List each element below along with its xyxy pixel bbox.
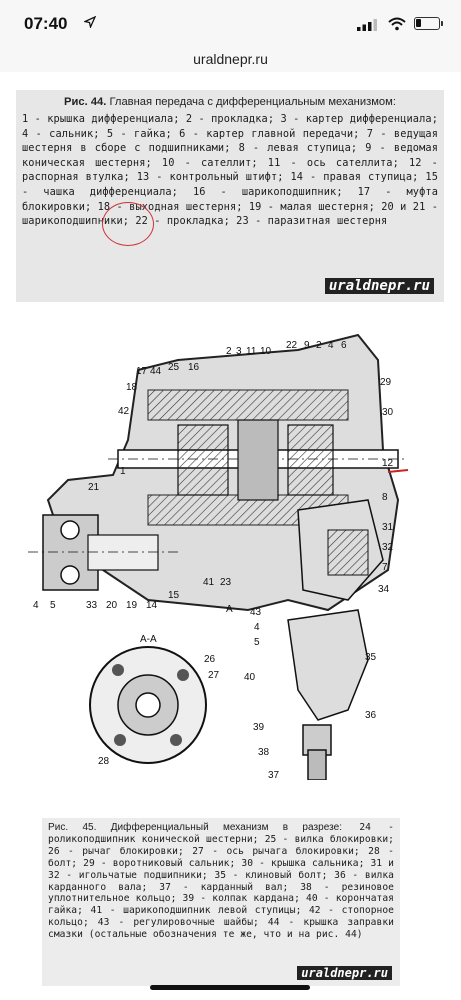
differential-cross-section-drawing: 22 9 2 4 6 2 3 11 10 17 44 25 16 18 42 1… [28, 333, 409, 780]
part-label: 34 [378, 584, 390, 595]
part-label: 23 [220, 577, 232, 588]
watermark-logo: uraldnepr.ru [324, 278, 434, 294]
part-label: 1 [120, 466, 126, 477]
part-label: 6 [341, 340, 347, 351]
part-label: 32 [382, 542, 394, 553]
figure-44-number: Рис. 44. [64, 96, 107, 108]
part-label: 12 [382, 458, 394, 469]
part-label: 15 [168, 590, 180, 601]
page-content: Рис. 44. Главная передача с дифференциал… [0, 72, 461, 1000]
battery-cap [441, 21, 443, 26]
wifi-icon [388, 17, 406, 31]
figure-44-caption: 1 - крышка дифференциала; 2 - прокладка;… [22, 113, 438, 228]
location-arrow-icon [84, 16, 96, 28]
part-label: 3 [236, 346, 242, 357]
part-label: 33 [86, 600, 98, 611]
part-label: 19 [126, 600, 138, 611]
part-label: 4 [33, 600, 39, 611]
part-label: 18 [126, 382, 138, 393]
part-label: 38 [258, 747, 270, 758]
part-label: 10 [260, 346, 272, 357]
figure-44-title: Рис. 44. Главная передача с дифференциал… [22, 96, 438, 109]
figure-45-caption: Рис. 45. Дифференциальный механизм в раз… [48, 822, 394, 941]
part-label: 8 [382, 492, 388, 503]
battery-icon [414, 17, 440, 30]
part-label: 31 [382, 522, 394, 533]
part-label: 7 [382, 562, 388, 573]
part-label: 36 [365, 710, 377, 721]
part-label: 27 [208, 670, 220, 681]
part-label: 29 [380, 377, 392, 388]
part-label: 22 [286, 340, 298, 351]
part-label: 26 [204, 654, 216, 665]
part-label: 40 [244, 672, 256, 683]
part-label: 4 [254, 622, 260, 633]
part-label: 21 [88, 482, 100, 493]
cellular-signal-icon [357, 19, 377, 31]
watermark-logo: uraldnepr.ru [297, 966, 392, 980]
figure-44-caption-block: Рис. 44. Главная передача с дифференциал… [16, 90, 444, 302]
part-label: 37 [268, 770, 280, 780]
figure-45-title: Рис. 45. Дифференциальный механизм в раз… [48, 822, 343, 833]
part-label: 4 [328, 340, 334, 351]
part-label: 30 [382, 407, 394, 418]
part-label: 20 [106, 600, 118, 611]
status-bar: 07:40 [0, 0, 461, 46]
figure-45-caption-text: 24 - роликоподшипник конической шестерни… [48, 822, 395, 941]
section-mark-label: А [226, 604, 233, 615]
part-label: 28 [98, 756, 110, 767]
part-label: 42 [118, 406, 130, 417]
figure-45-caption-block: Рис. 45. Дифференциальный механизм в раз… [42, 818, 400, 986]
home-indicator[interactable] [150, 985, 310, 990]
part-label: 35 [365, 652, 377, 663]
part-label: 16 [188, 362, 200, 373]
address-bar[interactable]: uraldnepr.ru [0, 46, 461, 72]
part-label: 25 [168, 362, 180, 373]
part-label: 43 [250, 607, 262, 618]
part-label: 2 [316, 340, 322, 351]
part-label: 44 [150, 366, 162, 377]
part-label: 2 [226, 346, 232, 357]
figure-44-title-text: Главная передача с дифференциальным меха… [106, 96, 396, 108]
red-annotation-circle [102, 202, 154, 246]
section-label: А-А [140, 634, 157, 645]
status-time: 07:40 [24, 14, 68, 33]
part-label: 41 [203, 577, 215, 588]
url-text[interactable]: uraldnepr.ru [193, 51, 268, 67]
part-label: 9 [304, 340, 310, 351]
part-label: 11 [246, 346, 257, 357]
part-label: 5 [50, 600, 56, 611]
part-label: 5 [254, 637, 260, 648]
part-label: 14 [146, 600, 158, 611]
part-label: 39 [253, 722, 265, 733]
part-label: 17 [136, 366, 148, 377]
